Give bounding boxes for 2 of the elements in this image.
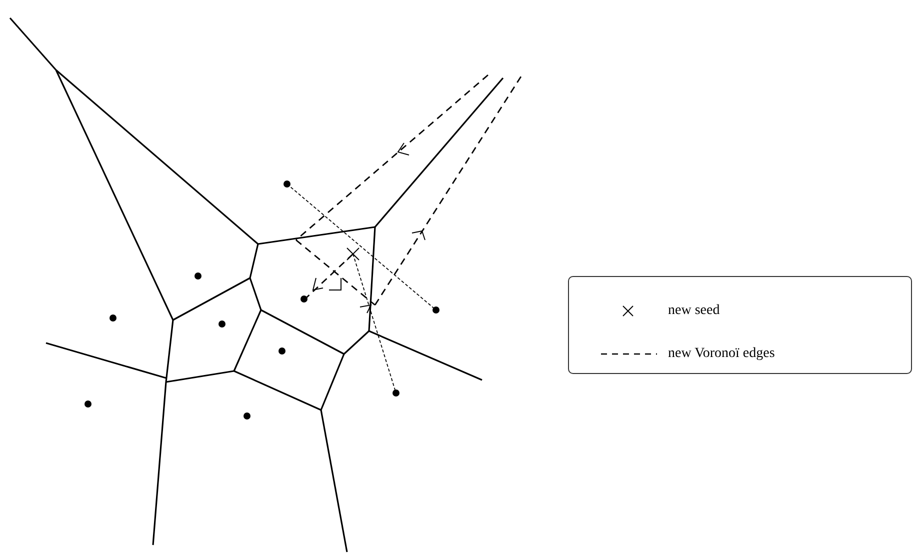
legend-label: new Voronoï edges — [668, 346, 775, 362]
legend-label: new seed — [668, 303, 720, 319]
